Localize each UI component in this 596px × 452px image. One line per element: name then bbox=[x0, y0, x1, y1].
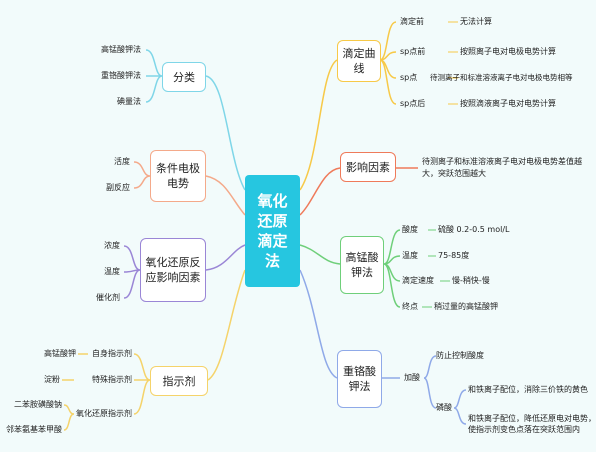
ind-type-2: 氧化还原指示剂 bbox=[76, 409, 132, 418]
tc-item-0: 滴定前 bbox=[400, 17, 424, 26]
branch-conditional-potential[interactable]: 条件电极电势 bbox=[150, 150, 206, 202]
pm-detail-1: 75-85度 bbox=[438, 251, 470, 260]
connector-indicators bbox=[207, 269, 246, 381]
connector-dc-brace bbox=[423, 355, 437, 409]
rate-item-0: 浓度 bbox=[104, 241, 120, 250]
connector-tc-brace bbox=[379, 21, 397, 105]
cp-item-1: 副反应 bbox=[106, 183, 130, 192]
branch-titration-curve[interactable]: 滴定曲线 bbox=[337, 40, 381, 82]
branch-indicators[interactable]: 指示剂 bbox=[150, 366, 208, 396]
pm-detail-2: 慢-稍快-慢 bbox=[452, 276, 490, 285]
dc-sub: 加酸 bbox=[404, 373, 420, 382]
influence-detail-line-0: 待测离子和标准溶液离子电对电极电势差值越 bbox=[422, 157, 582, 166]
tc-detail-3: 按照滴液离子电对电势计算 bbox=[460, 99, 556, 108]
dc-phos-detail-2: 使指示剂变色点落在突跃范围内 bbox=[468, 425, 580, 434]
connector-dichromate bbox=[299, 269, 338, 379]
pm-item-0: 酸度 bbox=[402, 225, 418, 234]
dc-phos-detail-0: 和铁离子配位，消除三价铁的黄色 bbox=[468, 385, 588, 394]
cls-item-2: 碘量法 bbox=[117, 97, 141, 106]
dc-item-0: 防止控制酸度 bbox=[436, 351, 484, 360]
pm-detail-0: 硫酸 0.2-0.5 mol/L bbox=[438, 225, 510, 234]
dc-item-1: 磷酸 bbox=[436, 403, 452, 412]
branch-permanganate[interactable]: 高锰酸钾法 bbox=[340, 236, 384, 294]
dc-phos-detail-1: 和铁离子配位，降低还原电对电势， bbox=[468, 414, 596, 423]
connector-rate-brace bbox=[123, 245, 141, 299]
influence-detail-line-1: 大，突跃范围越大 bbox=[422, 169, 486, 178]
pm-leaf-dashes bbox=[422, 229, 450, 308]
rate-item-2: 催化剂 bbox=[96, 293, 120, 302]
ind-item-3: 邻苯氨基苯甲酸 bbox=[6, 425, 62, 434]
connector-classification bbox=[205, 75, 246, 191]
pm-item-2: 滴定速度 bbox=[402, 276, 434, 285]
connector-cp-brace bbox=[133, 161, 151, 189]
connector-ind-brace bbox=[133, 353, 151, 415]
ind-item-0: 高锰酸钾 bbox=[44, 349, 76, 358]
branch-dichromate[interactable]: 重铬酸钾法 bbox=[337, 350, 382, 408]
pm-item-1: 温度 bbox=[402, 251, 418, 260]
branch-rate-factors[interactable]: 氧化还原反应影响因素 bbox=[140, 238, 206, 302]
connector-cls-brace bbox=[145, 49, 163, 103]
connector-titration-curve bbox=[299, 59, 338, 191]
connector-rate bbox=[205, 244, 246, 271]
tc-item-3: sp点后 bbox=[400, 99, 426, 108]
ind-item-2: 二苯胺磺酸钠 bbox=[14, 400, 62, 409]
central-topic[interactable]: 氧化还原滴定法 bbox=[245, 175, 300, 287]
connector-ind-self bbox=[62, 353, 88, 381]
tc-detail-0: 无法计算 bbox=[460, 17, 492, 26]
tc-detail-2: 待测离子和标准溶液离子电对电极电势相等 bbox=[430, 73, 573, 82]
cls-item-1: 重铬酸钾法 bbox=[101, 71, 141, 80]
ind-type-1: 特殊指示剂 bbox=[92, 375, 132, 384]
pm-detail-3: 稍过量的高锰酸钾 bbox=[434, 302, 498, 311]
ind-item-1: 淀粉 bbox=[44, 375, 60, 384]
connector-influence bbox=[299, 167, 341, 216]
pm-item-3: 终点 bbox=[402, 302, 418, 311]
connector-permanganate bbox=[299, 244, 341, 265]
cls-item-0: 高锰酸钾法 bbox=[101, 45, 141, 54]
connector-dc-phos bbox=[453, 389, 467, 425]
tc-leaf-dashes bbox=[448, 21, 458, 105]
tc-detail-1: 按照离子电对电极电势计算 bbox=[460, 47, 556, 56]
tc-item-1: sp点前 bbox=[400, 47, 426, 56]
rate-item-1: 温度 bbox=[104, 267, 120, 276]
cp-item-0: 活度 bbox=[114, 157, 130, 166]
ind-type-0: 自身指示剂 bbox=[92, 349, 132, 358]
branch-classification[interactable]: 分类 bbox=[162, 62, 206, 92]
connector-conditional bbox=[205, 175, 246, 216]
connector-ind-redox bbox=[63, 404, 75, 431]
branch-influence[interactable]: 影响因素 bbox=[340, 152, 396, 182]
tc-item-2: sp点 bbox=[400, 73, 418, 82]
connector-pm-brace bbox=[383, 229, 401, 308]
